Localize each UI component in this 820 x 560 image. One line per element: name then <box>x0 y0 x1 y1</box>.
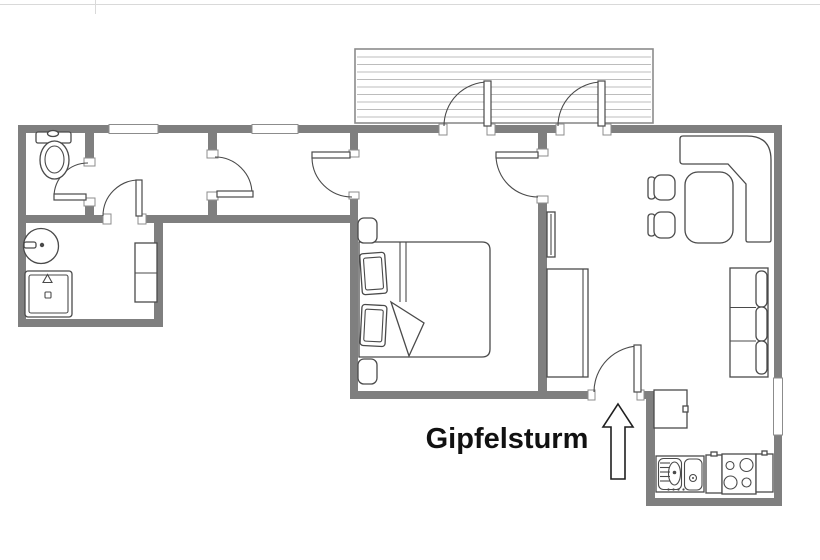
wall-corridor-south <box>18 215 358 223</box>
duvet-fold <box>389 300 425 358</box>
corner-bench <box>679 135 772 243</box>
door-balcony-living <box>557 80 606 127</box>
kitchen-sink <box>655 455 705 493</box>
window-kitchen <box>773 377 783 436</box>
wall-west <box>18 125 26 327</box>
shower <box>24 270 73 318</box>
fridge <box>653 389 689 429</box>
walls <box>18 125 782 506</box>
wall-kitchen-west <box>646 391 655 506</box>
wall-south-west-segment <box>350 391 588 399</box>
door-corridor-bedroom <box>311 151 353 198</box>
dining-table <box>684 171 734 244</box>
nightstand <box>357 358 378 385</box>
window-corridor <box>251 124 299 134</box>
pillow <box>359 251 388 296</box>
wall-bedroom-west <box>350 125 358 399</box>
openings <box>83 123 783 436</box>
kitchen-counter <box>705 451 723 494</box>
wardrobe <box>546 268 589 378</box>
pillow <box>359 303 388 348</box>
wall-bathroom-south <box>18 319 163 327</box>
door-balcony-bedroom <box>443 80 492 127</box>
bed <box>358 241 491 358</box>
door-vestibule-corridor <box>214 156 254 198</box>
radiator <box>546 211 556 258</box>
wall-north <box>18 125 782 133</box>
stove <box>721 453 757 495</box>
wall-east <box>774 125 782 506</box>
door-entrance <box>593 344 642 393</box>
dining-chair <box>647 174 676 201</box>
balcony-deck <box>354 48 654 124</box>
wall-bedroom-living-divider <box>538 133 547 399</box>
plan-title: Gipfelsturm <box>426 423 589 455</box>
kitchen-counter <box>755 450 774 493</box>
wall-kitchen-south <box>646 498 782 506</box>
wall-bathroom-east <box>154 223 163 327</box>
entrance-arrow <box>601 402 635 480</box>
toilet <box>35 129 72 180</box>
door-bathroom <box>102 179 143 217</box>
window-vestibule <box>108 124 159 134</box>
door-bedroom-living <box>495 151 539 198</box>
nightstand <box>357 217 378 244</box>
screen-artifacts <box>0 0 820 14</box>
bathroom-cabinet <box>134 242 158 303</box>
dining-chair <box>647 211 676 239</box>
washbasin <box>22 227 60 265</box>
sofa <box>729 267 769 378</box>
